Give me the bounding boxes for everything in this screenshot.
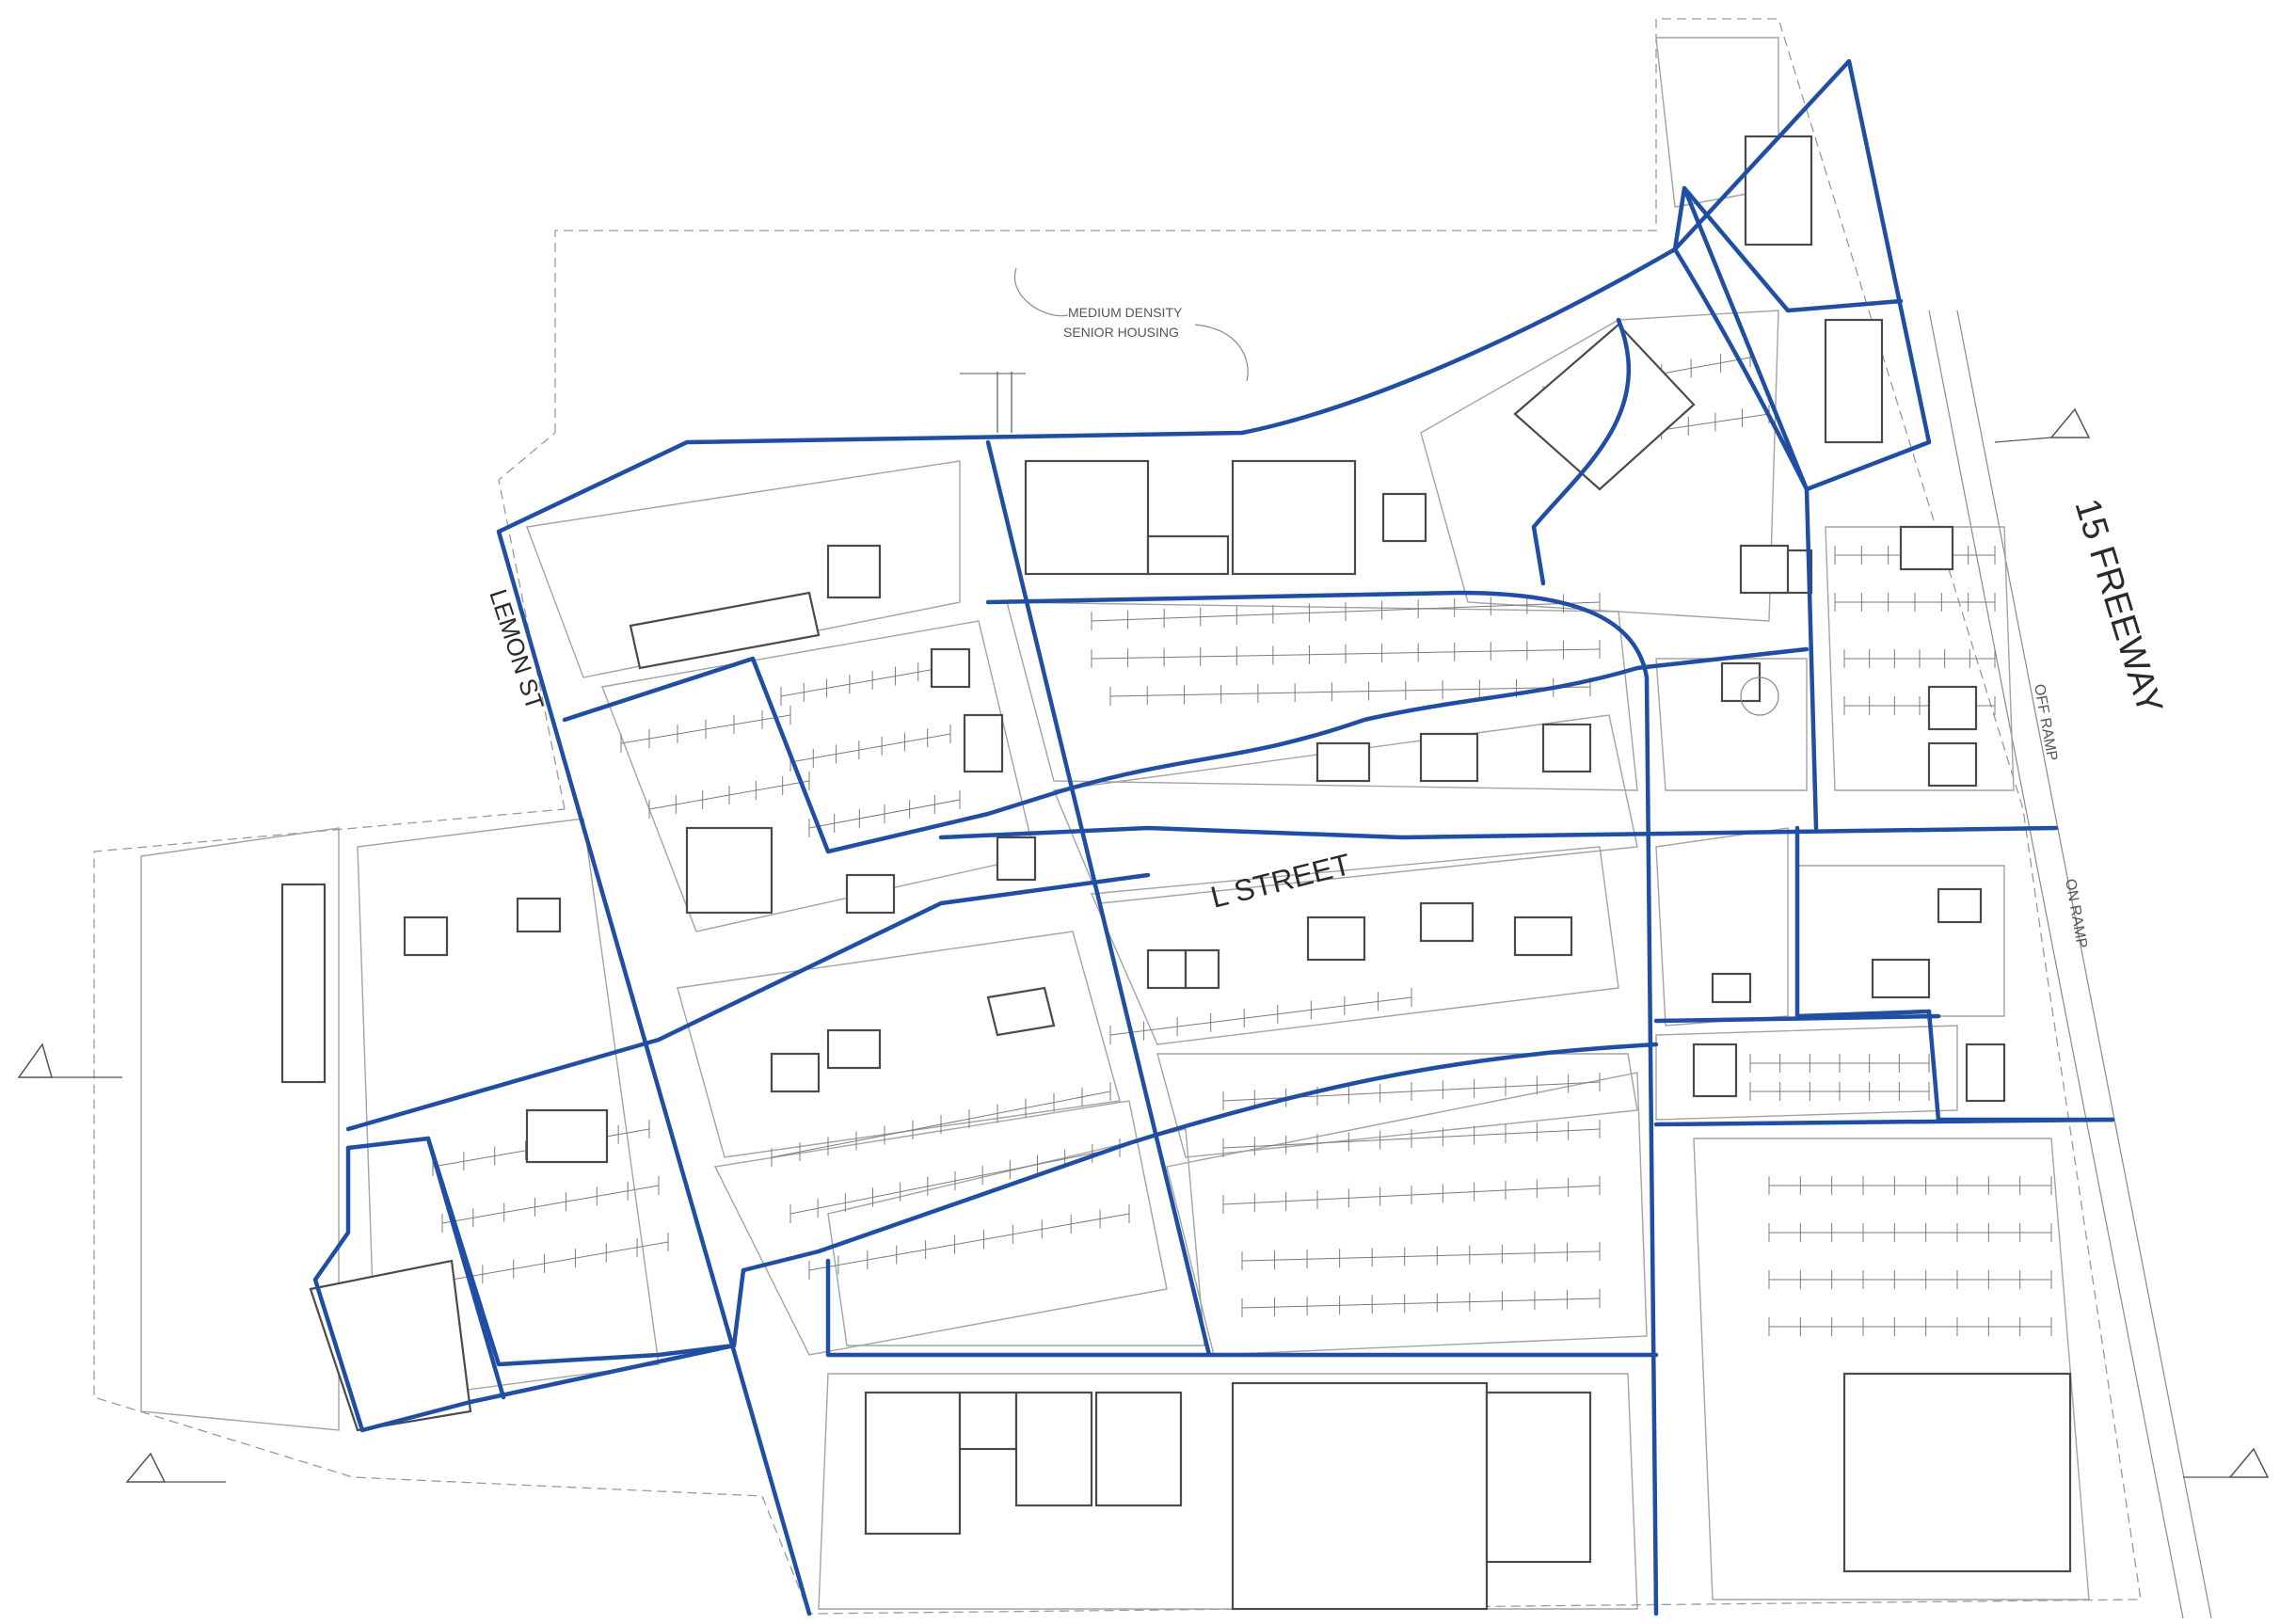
circulation-routes <box>312 58 2115 1616</box>
west-street-label: LEMON ST <box>484 586 550 714</box>
north-arrow-icon <box>17 1043 122 1078</box>
housing-label-line2: SENIOR HOUSING <box>1063 325 1179 340</box>
freeway-label: 15 FREEWAY <box>2066 494 2169 718</box>
housing-label-line1: MEDIUM DENSITY <box>1068 305 1183 320</box>
north-arrow-icon <box>125 1452 226 1483</box>
site-boundary <box>93 18 2212 1619</box>
north-arrow-markers <box>17 372 2270 1483</box>
buildings <box>280 135 2072 1611</box>
north-arrow-icon <box>2183 1447 2270 1478</box>
street-label: L STREET <box>1207 847 1354 915</box>
north-arrow-icon <box>1994 407 2091 443</box>
parcel-outlines <box>140 37 2090 1610</box>
on-ramp-label: ON RAMP <box>2062 878 2090 949</box>
north-arrow-icon <box>960 372 1026 433</box>
off-ramp-label: OFF RAMP <box>2031 683 2060 762</box>
